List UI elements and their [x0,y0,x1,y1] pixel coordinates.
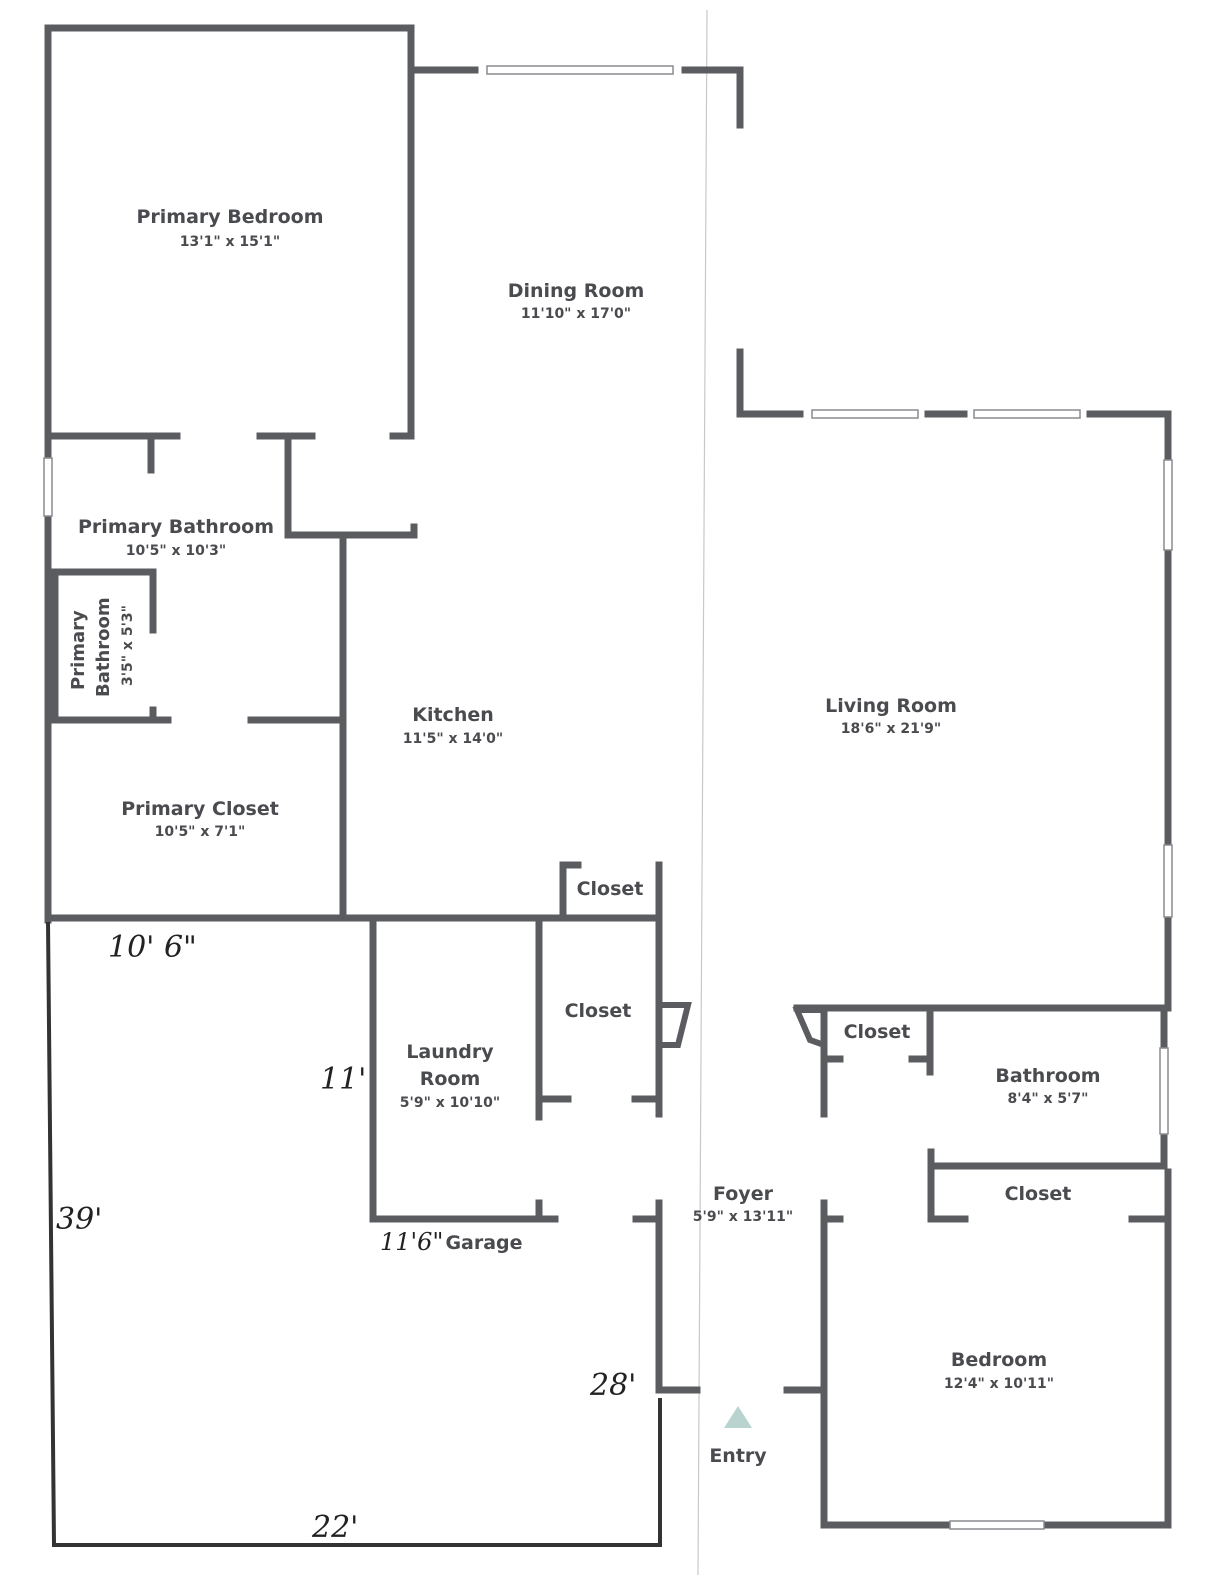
wall [284,432,418,539]
fireplace [656,1002,692,1048]
room-living-room-name: Living Room [825,695,957,717]
room-bathroom-name: Bathroom [995,1065,1101,1087]
handwritten-garage-bottom-dim: 22' [312,1510,359,1545]
entry-label: Entry [709,1445,767,1467]
room-primary-closet-dims: 10'5" x 7'1" [154,824,246,840]
wall [44,24,479,74]
room-dining-room-dims: 11'10" x 17'0" [520,306,632,322]
page-fold-line [697,9,708,1576]
room-closet-right-name: Closet [843,1021,911,1043]
fireplace [792,1007,827,1050]
entry-marker-icon [724,1406,752,1428]
wall [655,1199,701,1394]
room-laundry-dims: 5'9" x 10'10" [399,1095,501,1111]
room-closet-bedroom-name: Closet [1004,1183,1072,1205]
room-living-room-dims: 18'6" x 21'9" [840,721,942,737]
handwritten-garage-top-dim: 10' 6" [108,930,197,965]
room-foyer-dims: 5'9" x 13'11" [692,1209,794,1225]
wall [681,66,744,129]
wall [927,1148,969,1223]
wall [1086,410,1172,1009]
garage-outline [46,921,662,1547]
room-small-bath-name-line2: Bathroom [93,597,114,697]
wall [369,918,559,1223]
room-laundry-name-line2: Room [419,1068,481,1090]
window [1163,459,1173,551]
wall [559,861,582,922]
room-closet-hall-name: Closet [564,1000,632,1022]
room-laundry-name-line1: Laundry [406,1041,494,1063]
wall [51,568,157,634]
room-dining-room-name: Dining Room [507,280,645,302]
room-closet-kitchen-name: Closet [576,878,644,900]
room-kitchen-name: Kitchen [412,704,494,726]
handwritten-garage-side-dim: 11' [320,1062,367,1097]
room-kitchen-dims: 11'5" x 14'0" [402,731,504,747]
window [1159,1047,1169,1135]
walls [43,24,1173,1530]
room-garage-name: Garage [445,1232,523,1254]
room-bedroom-dims: 12'4" x 10'11" [943,1376,1055,1392]
room-bathroom-dims: 8'4" x 5'7" [1007,1091,1089,1107]
room-small-bath-dims: 3'5" x 5'3" [120,605,136,686]
handwritten-garage-right-dim: 28' [590,1368,637,1403]
window [486,65,674,75]
window [973,409,1081,419]
room-primary-closet-name: Primary Closet [121,798,279,820]
handwritten-garage-left-dim: 39' [56,1202,103,1237]
window [43,457,53,517]
wall [389,66,415,440]
room-primary-bathroom-name: Primary Bathroom [78,516,274,538]
room-primary-bedroom-name: Primary Bedroom [136,206,324,228]
room-primary-bedroom-dims: 13'1" x 15'1" [179,234,281,250]
room-foyer-name: Foyer [713,1183,773,1205]
room-small-bath-name-line1: Primary [68,610,89,690]
wall [736,348,804,418]
window [811,409,919,419]
window [1163,844,1173,918]
room-primary-bathroom-dims: 10'5" x 10'3" [125,543,227,559]
room-bedroom-name: Bedroom [950,1349,1048,1371]
handwritten-laundry-bottom-dim: 11'6" [380,1228,444,1256]
window [949,1520,1045,1530]
